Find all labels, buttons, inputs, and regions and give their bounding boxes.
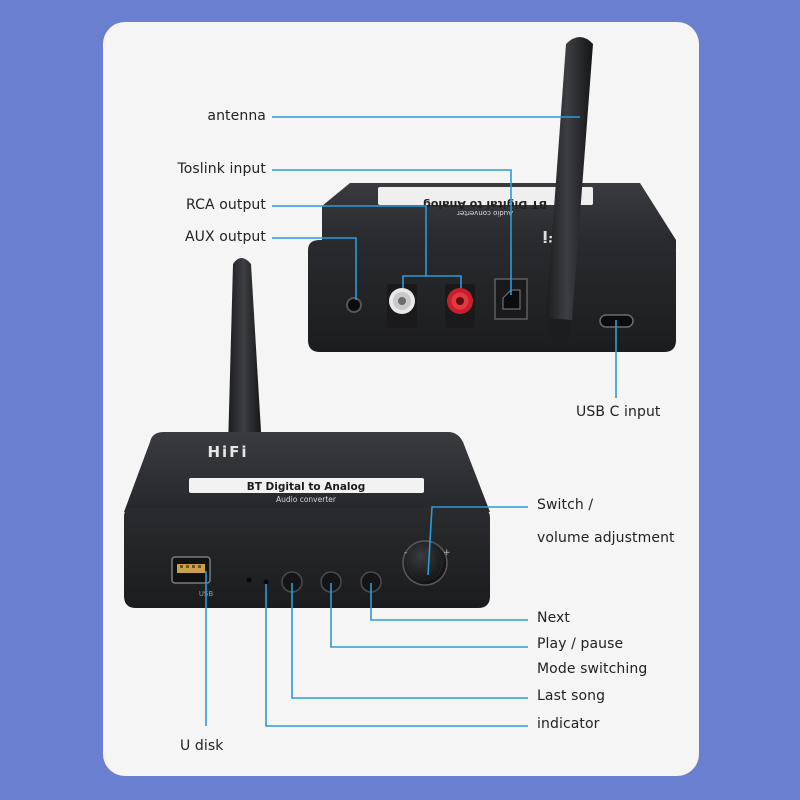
label-volume-adjustment: volume adjustment bbox=[537, 530, 675, 546]
label-next: Next bbox=[537, 610, 571, 626]
callout-lines bbox=[205, 116, 617, 727]
svg-text:-: - bbox=[404, 548, 407, 558]
front-banner: BT Digital to Analog bbox=[247, 481, 366, 493]
label-u-disk: U disk bbox=[180, 738, 224, 754]
diagram-card bbox=[103, 22, 699, 776]
svg-text:+: + bbox=[443, 548, 451, 558]
label-play-pause: Play / pause bbox=[537, 636, 624, 652]
label-usb-c-input: USB C input bbox=[576, 404, 661, 420]
callout-line-rca bbox=[272, 205, 427, 276]
rca-white-jack bbox=[387, 284, 417, 328]
front-unit: HiFi BT Digital to Analog Audio converte… bbox=[124, 258, 490, 608]
label-toslink-input: Toslink input bbox=[177, 161, 266, 177]
back-banner-text: BT Digital to Analog bbox=[423, 198, 547, 211]
callout-line-toslink bbox=[272, 169, 512, 295]
indicator-led-2 bbox=[263, 579, 269, 585]
callout-line-indicator bbox=[265, 584, 528, 727]
indicator-led-1 bbox=[246, 577, 252, 583]
volume-knob[interactable]: - + bbox=[402, 540, 451, 586]
front-banner-sub: Audio converter bbox=[276, 495, 337, 504]
back-antenna bbox=[546, 37, 593, 341]
label-rca-output: RCA output bbox=[185, 197, 266, 213]
callout-line-switch bbox=[427, 506, 528, 576]
label-mode-switching: Mode switching bbox=[537, 661, 648, 677]
label-aux-output: AUX output bbox=[184, 229, 266, 245]
label-antenna: antenna bbox=[207, 108, 266, 124]
label-last-song: Last song bbox=[537, 688, 606, 704]
label-switch: Switch / bbox=[537, 497, 594, 513]
front-brand: HiFi bbox=[207, 443, 248, 461]
back-unit: BT Digital to Analog Audio converter HiF… bbox=[308, 37, 676, 352]
callout-line-next bbox=[370, 583, 528, 621]
svg-text:BT Digital to Analog: BT Digital to Analog bbox=[423, 198, 547, 211]
back-banner-sub: Audio converter bbox=[457, 209, 513, 217]
usb-a-port bbox=[171, 556, 211, 584]
callout-line-last-song bbox=[291, 583, 528, 699]
rca-red-jack bbox=[445, 284, 475, 328]
label-indicator: indicator bbox=[537, 716, 600, 732]
aux-jack bbox=[346, 297, 362, 313]
callout-line-aux bbox=[272, 237, 357, 300]
callout-line-play-pause bbox=[330, 583, 528, 648]
front-antenna bbox=[228, 258, 262, 448]
